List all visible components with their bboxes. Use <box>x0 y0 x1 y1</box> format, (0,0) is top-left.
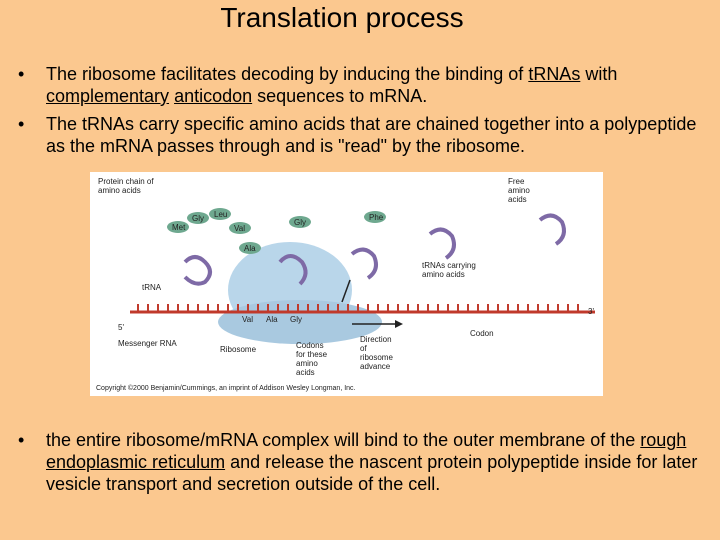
trna-shape <box>428 227 456 260</box>
label-free-amino: Free <box>508 177 525 186</box>
label-codons-3: amino <box>296 359 318 368</box>
aa-label: Gly <box>294 218 306 227</box>
label-free-amino-2: amino <box>508 186 530 195</box>
aa-label: Val <box>234 224 245 233</box>
aa-label: Ala <box>266 315 278 324</box>
underlined-term: complementary <box>46 86 170 106</box>
amino-acid-bead <box>364 211 386 223</box>
aa-label: Phe <box>369 213 384 222</box>
amino-acid-bead <box>209 208 231 220</box>
trna-shape <box>278 254 308 286</box>
text-segment: with <box>580 64 618 84</box>
label-protein-chain-2: amino acids <box>98 186 141 195</box>
aa-label: Met <box>172 223 186 232</box>
bullet-text: The ribosome facilitates decoding by ind… <box>46 64 617 106</box>
slide-title: Translation process <box>220 2 464 33</box>
amino-acid-bead <box>229 222 251 234</box>
text-segment: The ribosome facilitates decoding by ind… <box>46 64 529 84</box>
bullet-item: • The ribosome facilitates decoding by i… <box>18 63 708 107</box>
diagram-svg: Met Gly Leu Val Ala Gly Phe Protein chai… <box>96 177 595 392</box>
text-segment: sequences to mRNA. <box>252 86 428 106</box>
label-free-amino-3: acids <box>508 195 527 204</box>
aa-label: Val <box>242 315 253 324</box>
label-copyright: Copyright ©2000 Benjamin/Cummings, an im… <box>96 384 356 392</box>
underlined-term: tRNAs <box>528 64 581 84</box>
bullet-list-top: • The ribosome facilitates decoding by i… <box>18 63 708 163</box>
bullet-list-bottom: • the entire ribosome/mRNA complex will … <box>18 429 708 501</box>
trna-shape <box>538 213 566 246</box>
text-segment: the entire ribosome/mRNA complex will bi… <box>46 430 641 450</box>
aa-label: Leu <box>214 210 227 219</box>
label-trna-carrying: tRNAs carrying <box>422 261 476 270</box>
trna-shape <box>350 247 378 280</box>
label-trna-carrying-2: amino acids <box>422 270 465 279</box>
bullet-dot: • <box>18 114 25 134</box>
label-codon: Codon <box>470 329 494 338</box>
bullet-dot: • <box>18 430 25 450</box>
label-protein-chain: Protein chain of <box>98 177 154 186</box>
translation-diagram: Met Gly Leu Val Ala Gly Phe Protein chai… <box>90 172 603 396</box>
text-segment: The tRNAs carry specific amino acids tha… <box>46 114 697 156</box>
label-codons: Codons <box>296 341 324 350</box>
aa-label: Gly <box>290 315 302 324</box>
bullet-text: The tRNAs carry specific amino acids tha… <box>46 114 696 156</box>
label-direction: Direction <box>360 335 392 344</box>
label-five-prime: 5' <box>118 323 124 332</box>
bullet-item: • The tRNAs carry specific amino acids t… <box>18 113 708 157</box>
aa-label: Gly <box>192 214 204 223</box>
mrna-codon-ticks <box>137 304 579 312</box>
trna-molecules <box>183 213 566 286</box>
aa-label: Ala <box>244 244 256 253</box>
amino-acid-bead <box>187 212 209 224</box>
label-ribosome: Ribosome <box>220 345 257 354</box>
bullet-dot: • <box>18 64 25 84</box>
bullet-item: • the entire ribosome/mRNA complex will … <box>18 429 708 495</box>
bullet-text: the entire ribosome/mRNA complex will bi… <box>46 430 697 494</box>
label-direction-2: of <box>360 344 367 353</box>
arrow-incoming-trna <box>341 279 351 303</box>
underlined-term: anticodon <box>174 86 253 106</box>
amino-acid-bead <box>167 221 189 233</box>
arrow-head <box>395 320 403 328</box>
trna-shape <box>183 255 212 286</box>
protein-chain: Met Gly Leu Val Ala Gly Phe <box>167 208 386 254</box>
label-direction-3: ribosome <box>360 353 393 362</box>
label-messenger-rna: Messenger RNA <box>118 339 177 348</box>
label-direction-4: advance <box>360 362 391 371</box>
amino-acid-bead <box>239 242 261 254</box>
amino-acid-bead <box>289 216 311 228</box>
underlined-term: rough endoplasmic reticulum <box>46 430 687 472</box>
label-trna: tRNA <box>142 283 162 292</box>
label-three-prime: 3' <box>588 307 594 316</box>
text-segment: and release the nascent protein polypept… <box>46 452 698 494</box>
label-codons-2: for these <box>296 350 328 359</box>
label-codons-4: acids <box>296 368 315 377</box>
